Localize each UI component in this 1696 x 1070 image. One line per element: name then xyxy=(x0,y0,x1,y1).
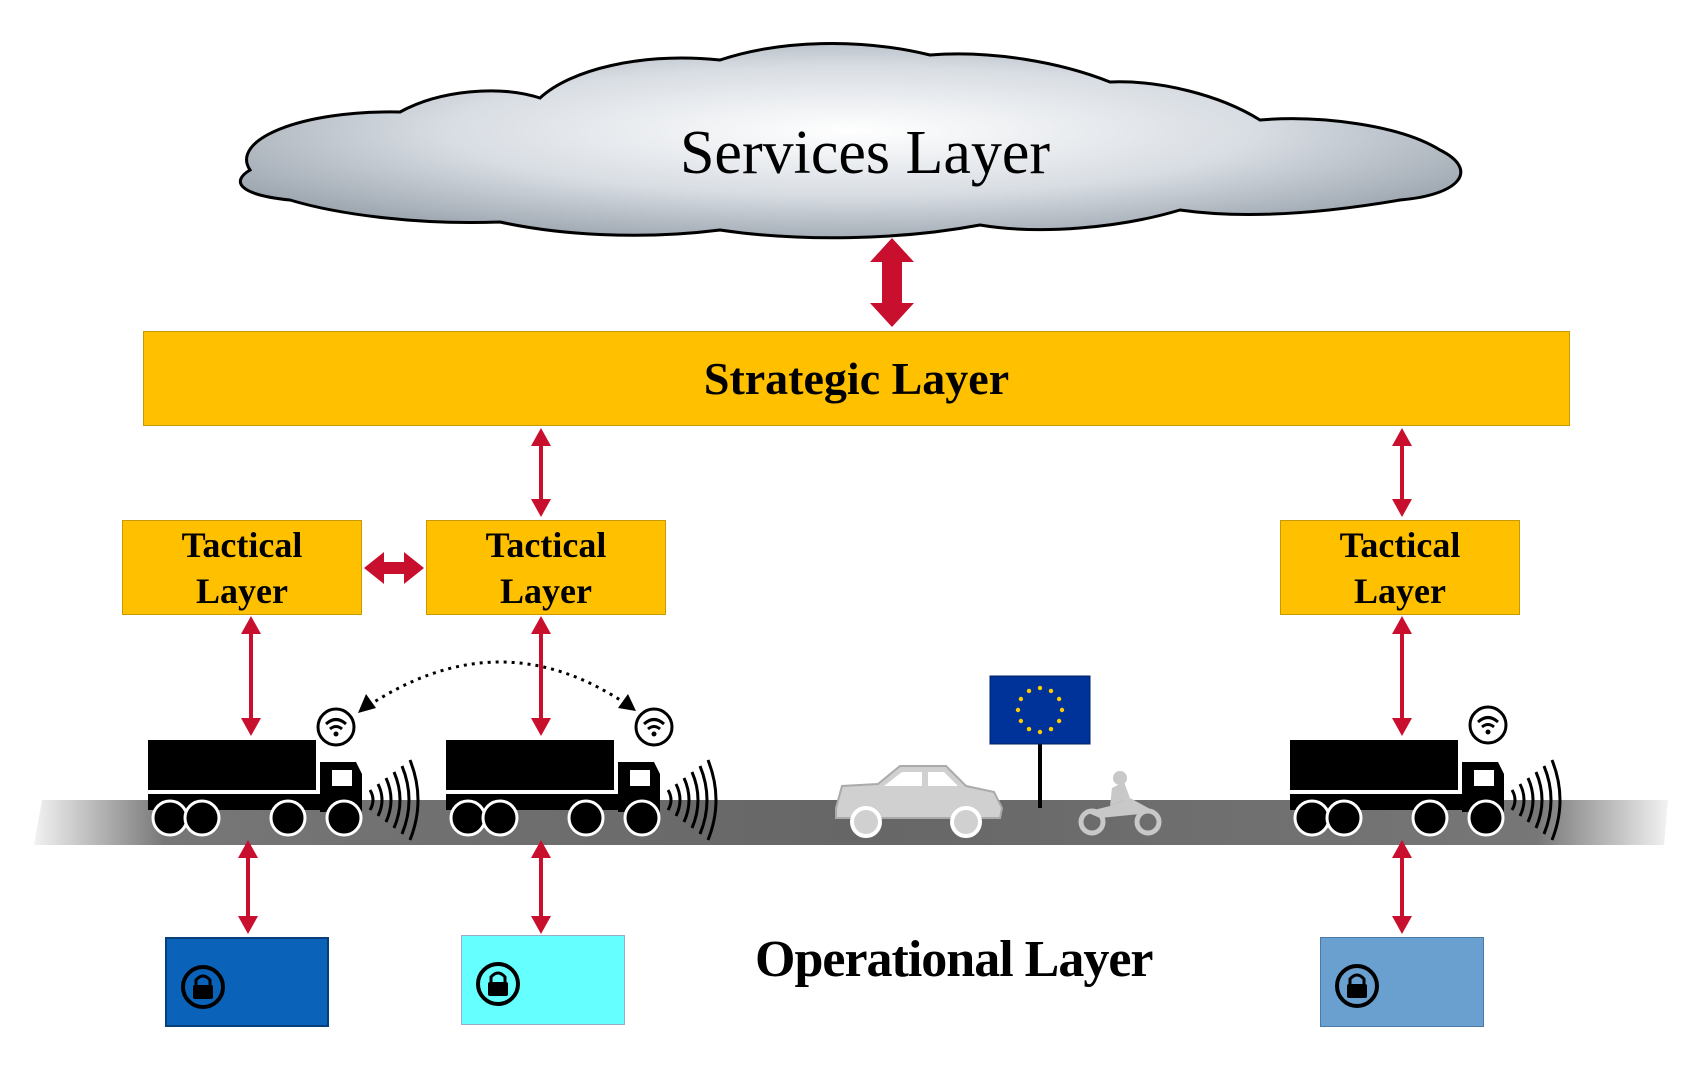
eu-star xyxy=(1015,707,1021,713)
lock-icon xyxy=(1335,964,1379,1008)
services-strategic-arrow xyxy=(870,238,914,327)
eu-star xyxy=(1018,718,1024,724)
eu-star xyxy=(1037,685,1043,691)
wifi-icon xyxy=(1468,705,1508,745)
services-layer-title: Services Layer xyxy=(679,119,1051,187)
motorcycle-icon xyxy=(1078,771,1162,836)
lock-icon xyxy=(476,962,520,1006)
eu-star xyxy=(1026,688,1032,694)
eu-flag-icon xyxy=(989,675,1091,745)
arrow-heads xyxy=(238,428,1412,934)
tactical-link-arrow xyxy=(364,552,424,584)
tactical-layer-label: Tactical Layer xyxy=(485,524,607,611)
eu-star xyxy=(1018,696,1024,702)
wifi-icon xyxy=(634,707,674,747)
car-icon xyxy=(835,765,1004,838)
eu-star xyxy=(1048,726,1054,732)
strategic-layer-box: Strategic Layer xyxy=(143,331,1570,426)
tactical-layer-box: Tactical Layer xyxy=(1280,520,1520,615)
operational-lock-box xyxy=(461,935,625,1025)
operational-lock-box xyxy=(165,937,329,1027)
eu-star xyxy=(1056,718,1062,724)
eu-star xyxy=(1026,726,1032,732)
eu-star xyxy=(1037,729,1043,735)
strategic-layer-label: Strategic Layer xyxy=(703,353,1010,404)
tactical-layer-box: Tactical Layer xyxy=(122,520,362,615)
arrows xyxy=(238,238,1412,934)
thin-arrows xyxy=(246,440,1404,922)
v2v-dotted-arrow xyxy=(358,660,636,713)
eu-star xyxy=(1056,696,1062,702)
operational-layer-label: Operational Layer xyxy=(755,931,1154,988)
eu-star xyxy=(1059,707,1065,713)
wifi-icon xyxy=(316,707,356,747)
cloud-icon xyxy=(238,42,1463,240)
lock-icon xyxy=(181,965,225,1009)
tactical-layer-label: Tactical Layer xyxy=(1339,524,1461,611)
operational-lock-box xyxy=(1320,937,1484,1027)
tactical-layer-label: Tactical Layer xyxy=(181,524,303,611)
tactical-layer-box: Tactical Layer xyxy=(426,520,666,615)
eu-star xyxy=(1048,688,1054,694)
